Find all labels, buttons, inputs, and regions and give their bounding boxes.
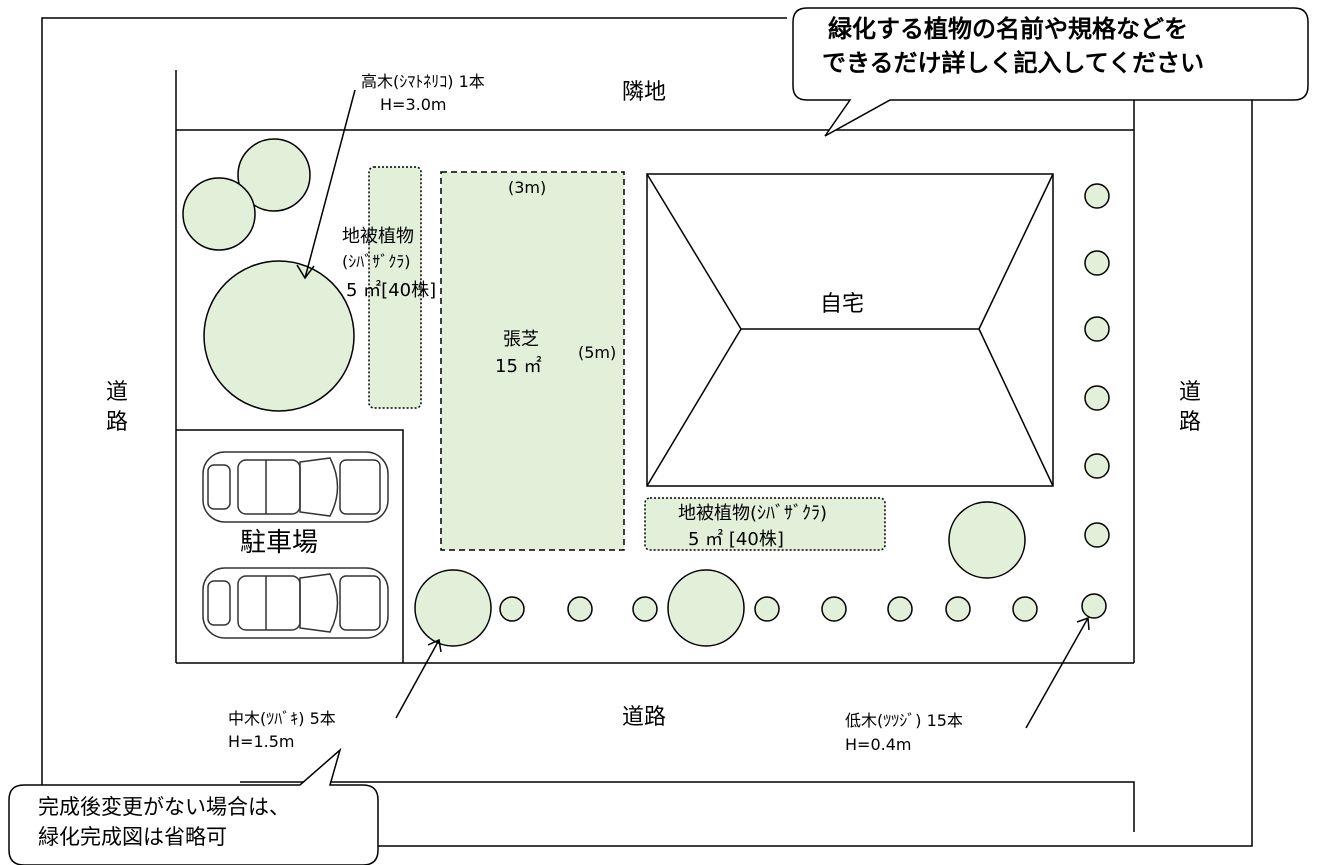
mid-tree-2 <box>667 569 745 647</box>
mid-tree-label: 中木(ﾂﾊﾞｷ) 5本 <box>228 709 336 728</box>
low-tree-label: 低木(ﾂﾂｼﾞ) 15本 <box>845 711 963 730</box>
callout-top-line2: できるだけ詳しく記入してください <box>822 49 1205 77</box>
ground-cover-left-species: (ｼﾊﾞｻﾞｸﾗ) <box>342 252 411 271</box>
callout-top-line1: 緑化する植物の名前や規格などを <box>828 15 1188 43</box>
callout-top-bubble <box>792 7 1309 137</box>
leader-arrow-mid-tree <box>395 638 442 719</box>
shrubs-right-column <box>1081 183 1110 619</box>
outer-frame <box>41 17 787 847</box>
lower-boundary <box>240 781 1135 832</box>
lawn-dim-height: (5m) <box>578 343 617 362</box>
ground-cover-left-area: 5 ㎡[40株] <box>346 280 437 301</box>
car-icon <box>202 567 389 639</box>
ground-cover-left-name: 地被植物 <box>342 226 414 247</box>
outer-frame-right <box>240 84 1253 847</box>
mid-tree-height: H=1.5m <box>228 732 295 751</box>
leader-arrow-tall-tree <box>296 89 356 280</box>
ground-cover-right-name: 地被植物(ｼﾊﾞｻﾞｸﾗ) <box>678 503 828 524</box>
lawn-area <box>440 171 625 551</box>
house-roof <box>646 173 1054 487</box>
ground-cover-right <box>644 497 886 551</box>
lawn-name: 張芝 <box>503 329 539 350</box>
tall-tree <box>203 260 355 412</box>
tall-tree-label: 高木(ｼﾏﾄﾈﾘｺ) 1本 <box>361 72 485 91</box>
callout-bottom-line2: 緑化完成図は省略可 <box>38 825 227 849</box>
label-road-right: 道 路 <box>1178 380 1201 435</box>
ground-cover-right-area: 5 ㎡ [40株] <box>688 529 784 550</box>
label-parking: 駐車場 <box>240 528 319 560</box>
low-tree-height: H=0.4m <box>845 735 912 754</box>
label-neighbor: 隣地 <box>622 80 667 105</box>
tree-topleft-1 <box>237 138 311 212</box>
callout-bottom-line1: 完成後変更がない場合は、 <box>38 795 290 819</box>
label-road-bottom: 道路 <box>622 705 667 730</box>
parking-area-outline <box>176 429 404 663</box>
tree-topleft-2 <box>182 177 256 251</box>
leader-arrow-low-tree <box>1025 616 1090 729</box>
lawn-area: 15 ㎡ <box>495 356 542 377</box>
shrubs-bottom-row <box>499 596 1038 622</box>
mid-tree-3 <box>948 501 1026 579</box>
car-icon <box>202 451 389 523</box>
label-house: 自宅 <box>820 292 865 317</box>
label-road-left: 道 路 <box>105 380 128 435</box>
ground-cover-left <box>368 166 422 409</box>
mid-tree-1 <box>414 569 492 647</box>
tall-tree-height: H=3.0m <box>380 95 447 114</box>
lawn-dim-width: (3m) <box>508 178 547 197</box>
